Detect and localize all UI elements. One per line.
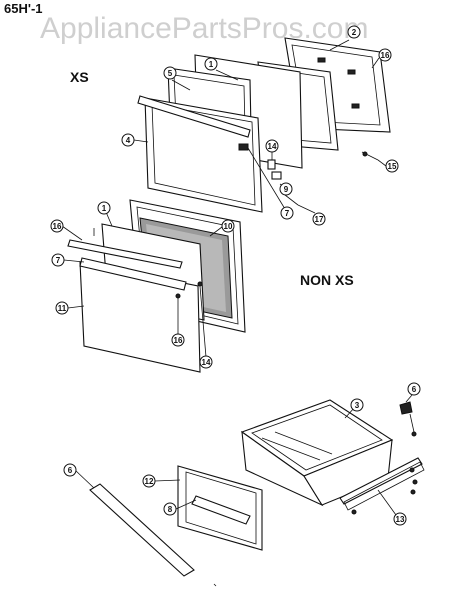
callout-12: 12 bbox=[142, 474, 156, 488]
section-label-xs: XS bbox=[70, 69, 89, 85]
bracket-part bbox=[271, 171, 282, 180]
callout-4: 4 bbox=[121, 133, 135, 147]
callout-8: 8 bbox=[163, 502, 177, 516]
svg-text:4: 4 bbox=[126, 136, 131, 145]
drawer-rod bbox=[89, 483, 195, 577]
callout-14: 14 bbox=[265, 139, 279, 153]
svg-text:12: 12 bbox=[145, 477, 154, 486]
latch-part bbox=[267, 159, 276, 170]
svg-text:16: 16 bbox=[381, 51, 390, 60]
callout-7: 7 bbox=[280, 206, 294, 220]
non-xs-handle bbox=[79, 257, 187, 291]
svg-text:7: 7 bbox=[285, 209, 290, 218]
svg-text:16: 16 bbox=[53, 222, 62, 231]
callout-13: 13 bbox=[393, 512, 407, 526]
non-xs-door-assembly bbox=[67, 199, 246, 373]
svg-text:2: 2 bbox=[352, 28, 357, 37]
drawer-assembly bbox=[89, 399, 425, 587]
callout-9: 9 bbox=[279, 182, 293, 196]
svg-text:9: 9 bbox=[284, 185, 289, 194]
section-label-non-xs: NON XS bbox=[300, 272, 354, 288]
callout-7b: 7 bbox=[51, 253, 65, 267]
drawer-slide-rail bbox=[339, 457, 423, 505]
svg-text:14: 14 bbox=[202, 358, 211, 367]
callout-11: 11 bbox=[55, 301, 69, 315]
door-handle bbox=[137, 95, 251, 138]
svg-text:7: 7 bbox=[56, 256, 61, 265]
callout-14b: 14 bbox=[199, 355, 213, 369]
svg-text:6: 6 bbox=[412, 385, 417, 394]
callout-16b: 16 bbox=[50, 219, 64, 233]
svg-text:16: 16 bbox=[174, 336, 183, 345]
model-label: 65H'-1 bbox=[4, 1, 43, 16]
callout-17: 17 bbox=[312, 212, 326, 226]
callout-10: 10 bbox=[221, 219, 235, 233]
callout-2: 2 bbox=[347, 25, 361, 39]
callout-15: 15 bbox=[385, 159, 399, 173]
svg-text:11: 11 bbox=[58, 304, 67, 313]
svg-text:1: 1 bbox=[209, 60, 214, 69]
callout-1b: 1 bbox=[97, 201, 111, 215]
callout-5: 5 bbox=[163, 66, 177, 80]
svg-text:1: 1 bbox=[102, 204, 107, 213]
svg-text:8: 8 bbox=[168, 505, 173, 514]
svg-text:5: 5 bbox=[168, 69, 173, 78]
callout-16c: 16 bbox=[171, 333, 185, 347]
xs-door-assembly bbox=[137, 37, 391, 213]
svg-text:3: 3 bbox=[355, 401, 360, 410]
callout-6: 6 bbox=[407, 382, 421, 396]
svg-text:10: 10 bbox=[224, 222, 233, 231]
svg-text:14: 14 bbox=[268, 142, 277, 151]
hinge-clip bbox=[238, 143, 249, 151]
svg-text:13: 13 bbox=[396, 515, 405, 524]
svg-text:17: 17 bbox=[315, 215, 324, 224]
callout-1: 1 bbox=[204, 57, 218, 71]
callout-6b: 6 bbox=[63, 463, 77, 477]
watermark: AppliancePartsPros.com bbox=[40, 12, 368, 45]
svg-text:15: 15 bbox=[388, 162, 397, 171]
callout-16: 16 bbox=[378, 48, 392, 62]
drawer-bracket bbox=[399, 401, 413, 415]
trim-strip bbox=[67, 239, 183, 269]
svg-text:6: 6 bbox=[68, 466, 73, 475]
callout-3: 3 bbox=[350, 398, 364, 412]
